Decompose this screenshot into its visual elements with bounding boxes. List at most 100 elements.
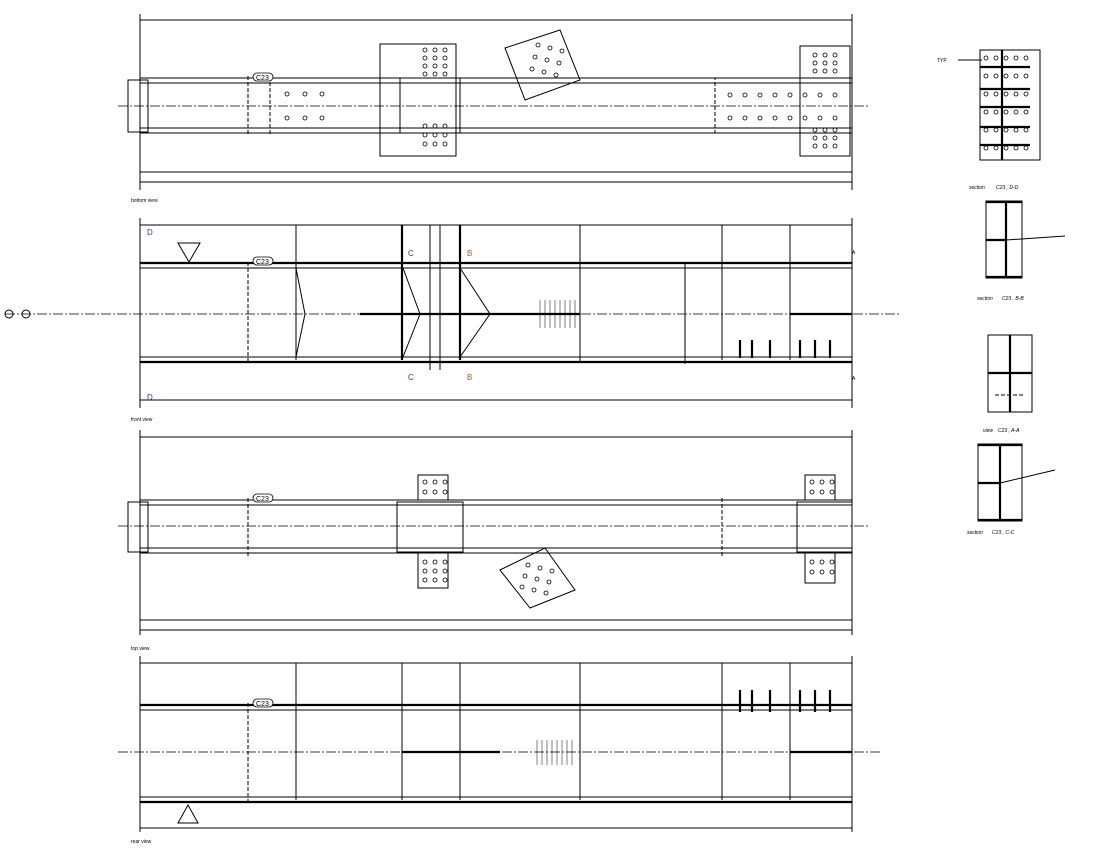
bolt-hole xyxy=(534,576,540,582)
bolt-hole xyxy=(1023,91,1029,97)
bolt-hole xyxy=(422,559,428,565)
bolt-hole xyxy=(432,559,438,565)
bolt-hole xyxy=(983,73,989,79)
bolt-hole xyxy=(422,71,428,77)
bolt-hole xyxy=(757,115,763,121)
bolt-hole xyxy=(832,143,838,149)
bolt-hole xyxy=(535,42,541,48)
bolt-hole xyxy=(302,91,308,97)
section-title-b-b: C23 , B-B xyxy=(1002,296,1024,302)
bolt-hole xyxy=(832,68,838,74)
bolt-hole xyxy=(537,565,543,571)
bolt-hole xyxy=(1023,145,1029,151)
bolt-hole xyxy=(1013,145,1019,151)
bolt-hole xyxy=(822,68,828,74)
bolt-hole xyxy=(531,587,537,593)
section-kind: section xyxy=(967,530,983,536)
bolt-hole xyxy=(1003,55,1009,61)
bolt-hole xyxy=(983,145,989,151)
bolt-hole xyxy=(993,145,999,151)
bolt-hole xyxy=(442,55,448,61)
bolt-hole xyxy=(822,52,828,58)
bolt-hole xyxy=(432,47,438,53)
bolt-hole xyxy=(432,71,438,77)
view-label-rear: rear view xyxy=(131,839,152,845)
bolt-hole xyxy=(544,57,550,63)
bolt-hole xyxy=(1013,73,1019,79)
cut-mark-b: B xyxy=(467,249,472,258)
rear-view: C23 rear view xyxy=(118,656,880,845)
section-c-c: section C23 , C-C xyxy=(967,443,1056,536)
bolt-hole xyxy=(1003,127,1009,133)
bolt-hole xyxy=(522,573,528,579)
bolt-hole xyxy=(822,127,828,133)
bolt-hole xyxy=(812,135,818,141)
bolt-hole xyxy=(422,489,428,495)
bolt-hole xyxy=(422,47,428,53)
bolt-hole xyxy=(422,63,428,69)
bolt-hole xyxy=(822,60,828,66)
bolt-hole xyxy=(284,115,290,121)
front-view: C23 D D C C B B A A front view xyxy=(4,218,900,423)
bolt-hole xyxy=(422,577,428,583)
bolt-hole xyxy=(727,115,733,121)
part-tag: C23 xyxy=(256,259,269,266)
bolt-hole xyxy=(812,127,818,133)
bolt-hole xyxy=(546,579,552,585)
bolt-hole xyxy=(442,577,448,583)
top-view: C23 top view xyxy=(118,430,870,652)
bolt-hole xyxy=(422,132,428,138)
cut-mark-c: C xyxy=(408,249,414,258)
bolt-hole xyxy=(422,141,428,147)
bolt-hole xyxy=(422,568,428,574)
bolt-hole xyxy=(1003,109,1009,115)
bolt-hole xyxy=(787,92,793,98)
bolt-hole xyxy=(822,135,828,141)
bolt-hole xyxy=(1013,109,1019,115)
bolt-hole xyxy=(442,559,448,565)
section-title-a-a: C23 , A-A xyxy=(998,428,1020,434)
bolt-hole xyxy=(442,123,448,129)
bolt-hole xyxy=(532,54,538,60)
bolt-hole xyxy=(832,135,838,141)
bolt-hole xyxy=(809,489,815,495)
bolt-hole xyxy=(819,479,825,485)
cut-mark-b: B xyxy=(467,373,472,382)
bolt-hole xyxy=(302,115,308,121)
bolt-hole xyxy=(556,60,562,66)
bolt-hole xyxy=(442,141,448,147)
bolt-hole xyxy=(1013,127,1019,133)
bolt-hole xyxy=(772,92,778,98)
bolt-hole xyxy=(432,577,438,583)
bolt-hole xyxy=(543,590,549,596)
bolt-hole xyxy=(525,562,531,568)
section-d-d: TYP section C23 , D-D xyxy=(937,49,1041,191)
bolt-hole xyxy=(829,559,835,565)
bolt-hole xyxy=(819,569,825,575)
part-tag: C23 xyxy=(256,75,269,82)
bolt-hole xyxy=(442,479,448,485)
part-tag: C23 xyxy=(256,496,269,503)
bolt-hole xyxy=(993,91,999,97)
bolt-hole xyxy=(442,132,448,138)
view-label-top: top view xyxy=(131,646,150,652)
bolt-hole xyxy=(832,127,838,133)
bolt-hole xyxy=(1023,109,1029,115)
view-label-front: front view xyxy=(131,417,153,423)
bolt-hole xyxy=(993,55,999,61)
bolt-hole xyxy=(809,569,815,575)
bolt-hole xyxy=(812,68,818,74)
bolt-hole xyxy=(432,55,438,61)
bolt-hole xyxy=(1003,73,1009,79)
bolt-hole xyxy=(432,489,438,495)
bolt-hole xyxy=(422,55,428,61)
section-kind: section xyxy=(977,296,993,302)
section-b-b: section C23 , B-B xyxy=(977,200,1066,302)
section-kind: section xyxy=(969,185,985,191)
bolt-hole xyxy=(1023,55,1029,61)
cut-mark-a: A xyxy=(852,376,856,382)
bolt-hole xyxy=(549,568,555,574)
bolt-hole xyxy=(812,52,818,58)
bolt-hole xyxy=(829,489,835,495)
